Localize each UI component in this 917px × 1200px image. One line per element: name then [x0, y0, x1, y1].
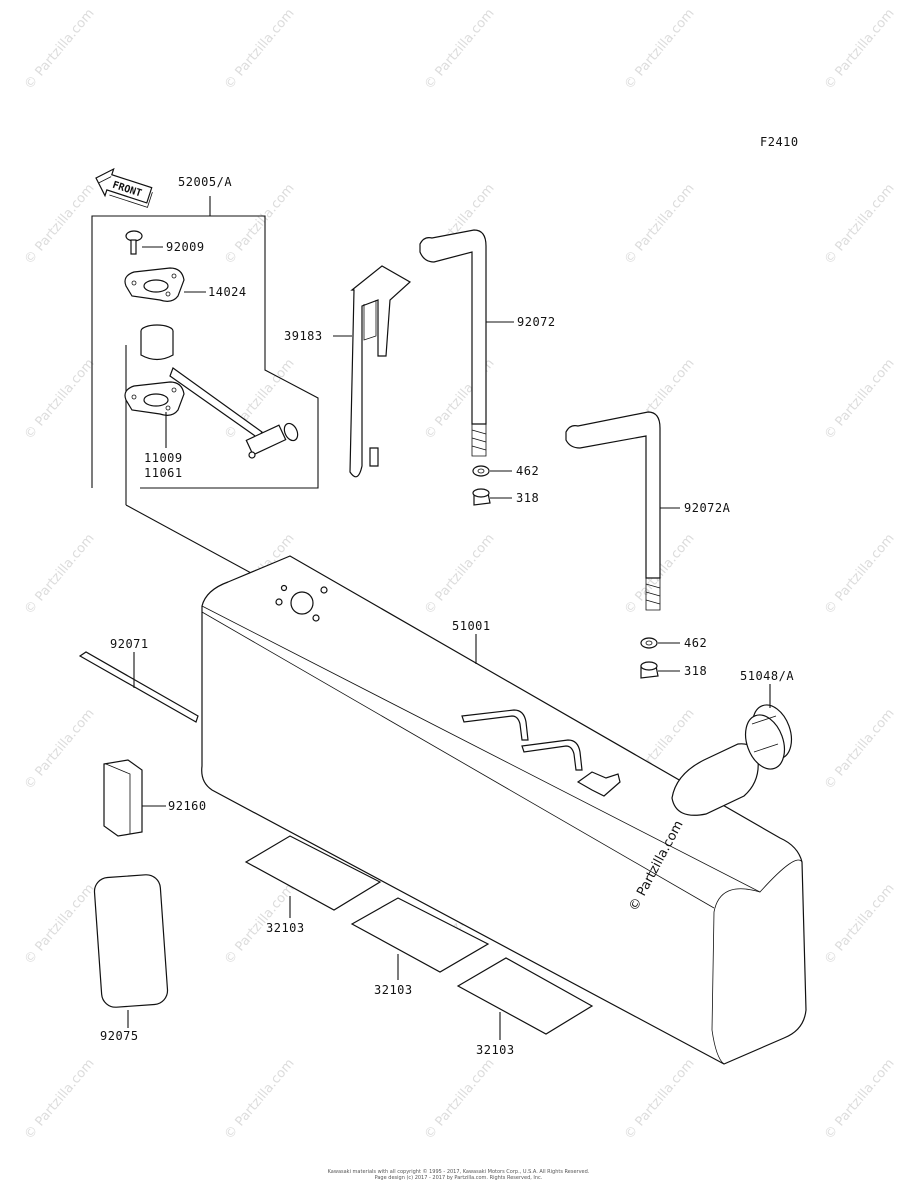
watermark-text: © Partzilla.com [22, 881, 98, 967]
watermark-text: © Partzilla.com [22, 706, 98, 792]
callout-462-b: 462 [684, 636, 707, 650]
nut-318-a [472, 488, 491, 506]
plate-11009 [124, 381, 185, 416]
watermark-text: © Partzilla.com [422, 1056, 498, 1142]
watermark-text: © Partzilla.com [822, 706, 898, 792]
watermark-text: © Partzilla.com [822, 181, 898, 267]
watermark-text: © Partzilla.com [22, 181, 98, 267]
watermark-text: © Partzilla.com [422, 6, 498, 92]
watermark-text: © Partzilla.com [822, 6, 898, 92]
callout-11061: 11061 [144, 466, 183, 480]
callout-92009: 92009 [166, 240, 205, 254]
callout-32103-a: 32103 [266, 921, 305, 935]
front-arrow-icon: FRONT [95, 167, 153, 208]
watermark-text: © Partzilla.com [22, 1056, 98, 1142]
pad-32103-b [350, 897, 490, 973]
callout-92072A: 92072A [684, 501, 731, 515]
callout-51048: 51048/A [740, 669, 794, 683]
callout-51001: 51001 [452, 619, 491, 633]
figure-code: F2410 [760, 135, 799, 149]
footer-copyright-line1: Kawasaki materials with all copyright © … [327, 1169, 590, 1175]
watermark-text: © Partzilla.com [822, 531, 898, 617]
callout-92072: 92072 [517, 315, 556, 329]
pad-92160 [103, 759, 143, 837]
watermark-text: © Partzilla.com [222, 181, 298, 267]
watermark-text: © Partzilla.com [622, 181, 698, 267]
fuel-cap-51048 [671, 704, 793, 816]
callout-462-a: 462 [516, 464, 539, 478]
nut-318-b [640, 661, 659, 679]
callout-14024: 14024 [208, 285, 247, 299]
callout-32103-c: 32103 [476, 1043, 515, 1057]
watermark-text: © Partzilla.com [822, 356, 898, 442]
strap-92072 [419, 229, 487, 457]
watermark-text: © Partzilla.com [622, 1056, 698, 1142]
watermark-text: © Partzilla.com [822, 881, 898, 967]
watermark-text: © Partzilla.com [222, 1056, 298, 1142]
footer-copyright-line2: Page design (c) 2017 - 2017 by Partzilla… [374, 1175, 543, 1181]
watermark-text: © Partzilla.com [622, 6, 698, 92]
pad-92075 [93, 874, 169, 1008]
watermark-text: © Partzilla.com [22, 6, 98, 92]
pad-32103-a [244, 835, 382, 911]
callout-92160: 92160 [168, 799, 207, 813]
watermark-text: © Partzilla.com [422, 531, 498, 617]
fuel-sender-unit [140, 324, 299, 459]
callout-32103-b: 32103 [374, 983, 413, 997]
strip-92071 [78, 651, 199, 723]
pad-32103-c [456, 957, 594, 1035]
callout-92075: 92075 [100, 1029, 139, 1043]
bracket-39183 [349, 265, 412, 478]
plate-14024 [124, 267, 185, 302]
watermark-text: © Partzilla.com [822, 1056, 898, 1142]
callout-318-b: 318 [684, 664, 707, 678]
screw-92009 [125, 230, 143, 255]
callout-92071: 92071 [110, 637, 149, 651]
washer-462-a [472, 465, 490, 477]
strap-92072A [565, 411, 661, 611]
callout-52005: 52005/A [178, 175, 232, 189]
callout-11009: 11009 [144, 451, 183, 465]
watermark-text: © Partzilla.com [222, 6, 298, 92]
watermark-text: © Partzilla.com [22, 356, 98, 442]
callout-318-a: 318 [516, 491, 539, 505]
callout-39183: 39183 [284, 329, 323, 343]
watermark-text: © Partzilla.com [22, 531, 98, 617]
fuel-sender-assembly [91, 196, 319, 593]
washer-462-b [640, 637, 658, 649]
fuel-tank-51001 [201, 555, 807, 1065]
